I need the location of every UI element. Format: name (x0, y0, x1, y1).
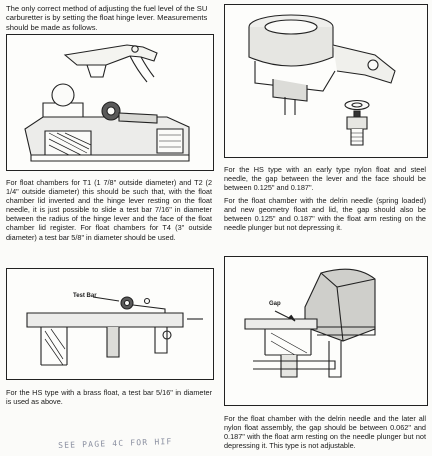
figure-t1-t2-lid (6, 34, 214, 171)
figure-hs-nylon-drawing (248, 14, 396, 146)
paragraph-delrin-spring: For the float chamber with the delrin ne… (224, 196, 426, 233)
intro-paragraph: The only correct method of adjusting the… (6, 4, 208, 32)
figure-delrin-nylon-float: Gap (224, 256, 428, 406)
figure-t1-t2-drawing (24, 44, 190, 162)
paragraph-hs-nylon-early: For the HS type with an early type nylon… (224, 165, 426, 193)
figure-delrin-nylon-drawing (244, 268, 376, 378)
paragraph-t1-t2-t4: For float chambers for T1 (1 7/8" outsid… (6, 178, 212, 242)
test-bar-label: Test Bar (73, 293, 97, 299)
paragraph-hs-brass: For the HS type with a brass float, a te… (6, 388, 212, 407)
gap-label: Gap (269, 301, 281, 307)
figure-hs-nylon-float (224, 4, 428, 158)
handwritten-note: SEE PAGE 4C FOR HIF (58, 437, 173, 450)
figure-hs-brass-drawing (26, 296, 203, 366)
paragraph-delrin-later: For the float chamber with the delrin ne… (224, 414, 426, 451)
figure-hs-brass-float: Test Bar (6, 268, 214, 380)
